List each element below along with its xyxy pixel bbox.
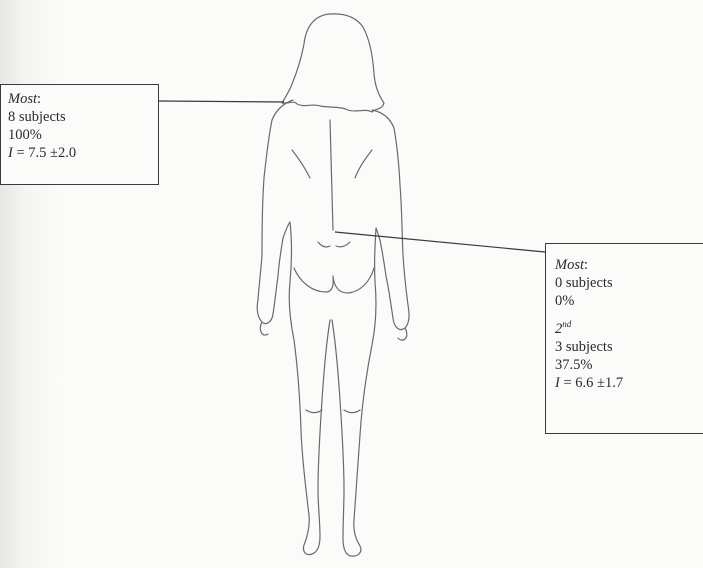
lowback-rank-colon: : — [584, 257, 588, 273]
shoulder-percent: 100% — [8, 126, 152, 144]
lowback-intensity-value: = 6.6 ±1.7 — [560, 375, 623, 391]
knee-right — [344, 410, 360, 413]
lowback-second-percent: 37.5% — [555, 356, 703, 374]
shoulder-rank-line: Most: — [8, 90, 152, 108]
shoulder-blade-right — [355, 150, 372, 178]
shoulder-intensity-value: = 7.5 ±2.0 — [13, 145, 76, 161]
shoulder-rank-label: Most — [8, 91, 37, 107]
shoulder-rank-colon: : — [37, 91, 41, 107]
lowback-second-sup: nd — [562, 319, 571, 329]
shoulder-intensity: I = 7.5 ±2.0 — [8, 144, 152, 162]
callout-lower-back: Most: 0 subjects 0% 2nd 3 subjects 37.5%… — [545, 243, 703, 434]
spine-line — [330, 120, 333, 230]
leader-line-shoulder — [159, 101, 284, 102]
knee-left — [306, 410, 322, 413]
body-right-contour — [332, 110, 409, 556]
buttocks-outline — [294, 268, 374, 293]
lowback-subjects: 0 subjects — [555, 274, 703, 292]
shoulder-subjects: 8 subjects — [8, 108, 152, 126]
hair-outline — [282, 14, 384, 112]
lowback-rank-label: Most — [555, 257, 584, 273]
lowback-percent: 0% — [555, 292, 703, 310]
lowback-rank-line: Most: — [555, 256, 703, 274]
shoulder-blade-left — [292, 150, 310, 178]
lowback-intensity: I = 6.6 ±1.7 — [555, 374, 703, 392]
lowback-second-subjects: 3 subjects — [555, 338, 703, 356]
lowback-second-rank: 2nd — [555, 320, 703, 338]
body-left-contour — [257, 100, 330, 555]
lower-back-dimples — [318, 242, 350, 247]
callout-shoulder: Most: 8 subjects 100% I = 7.5 ±2.0 — [0, 84, 159, 185]
